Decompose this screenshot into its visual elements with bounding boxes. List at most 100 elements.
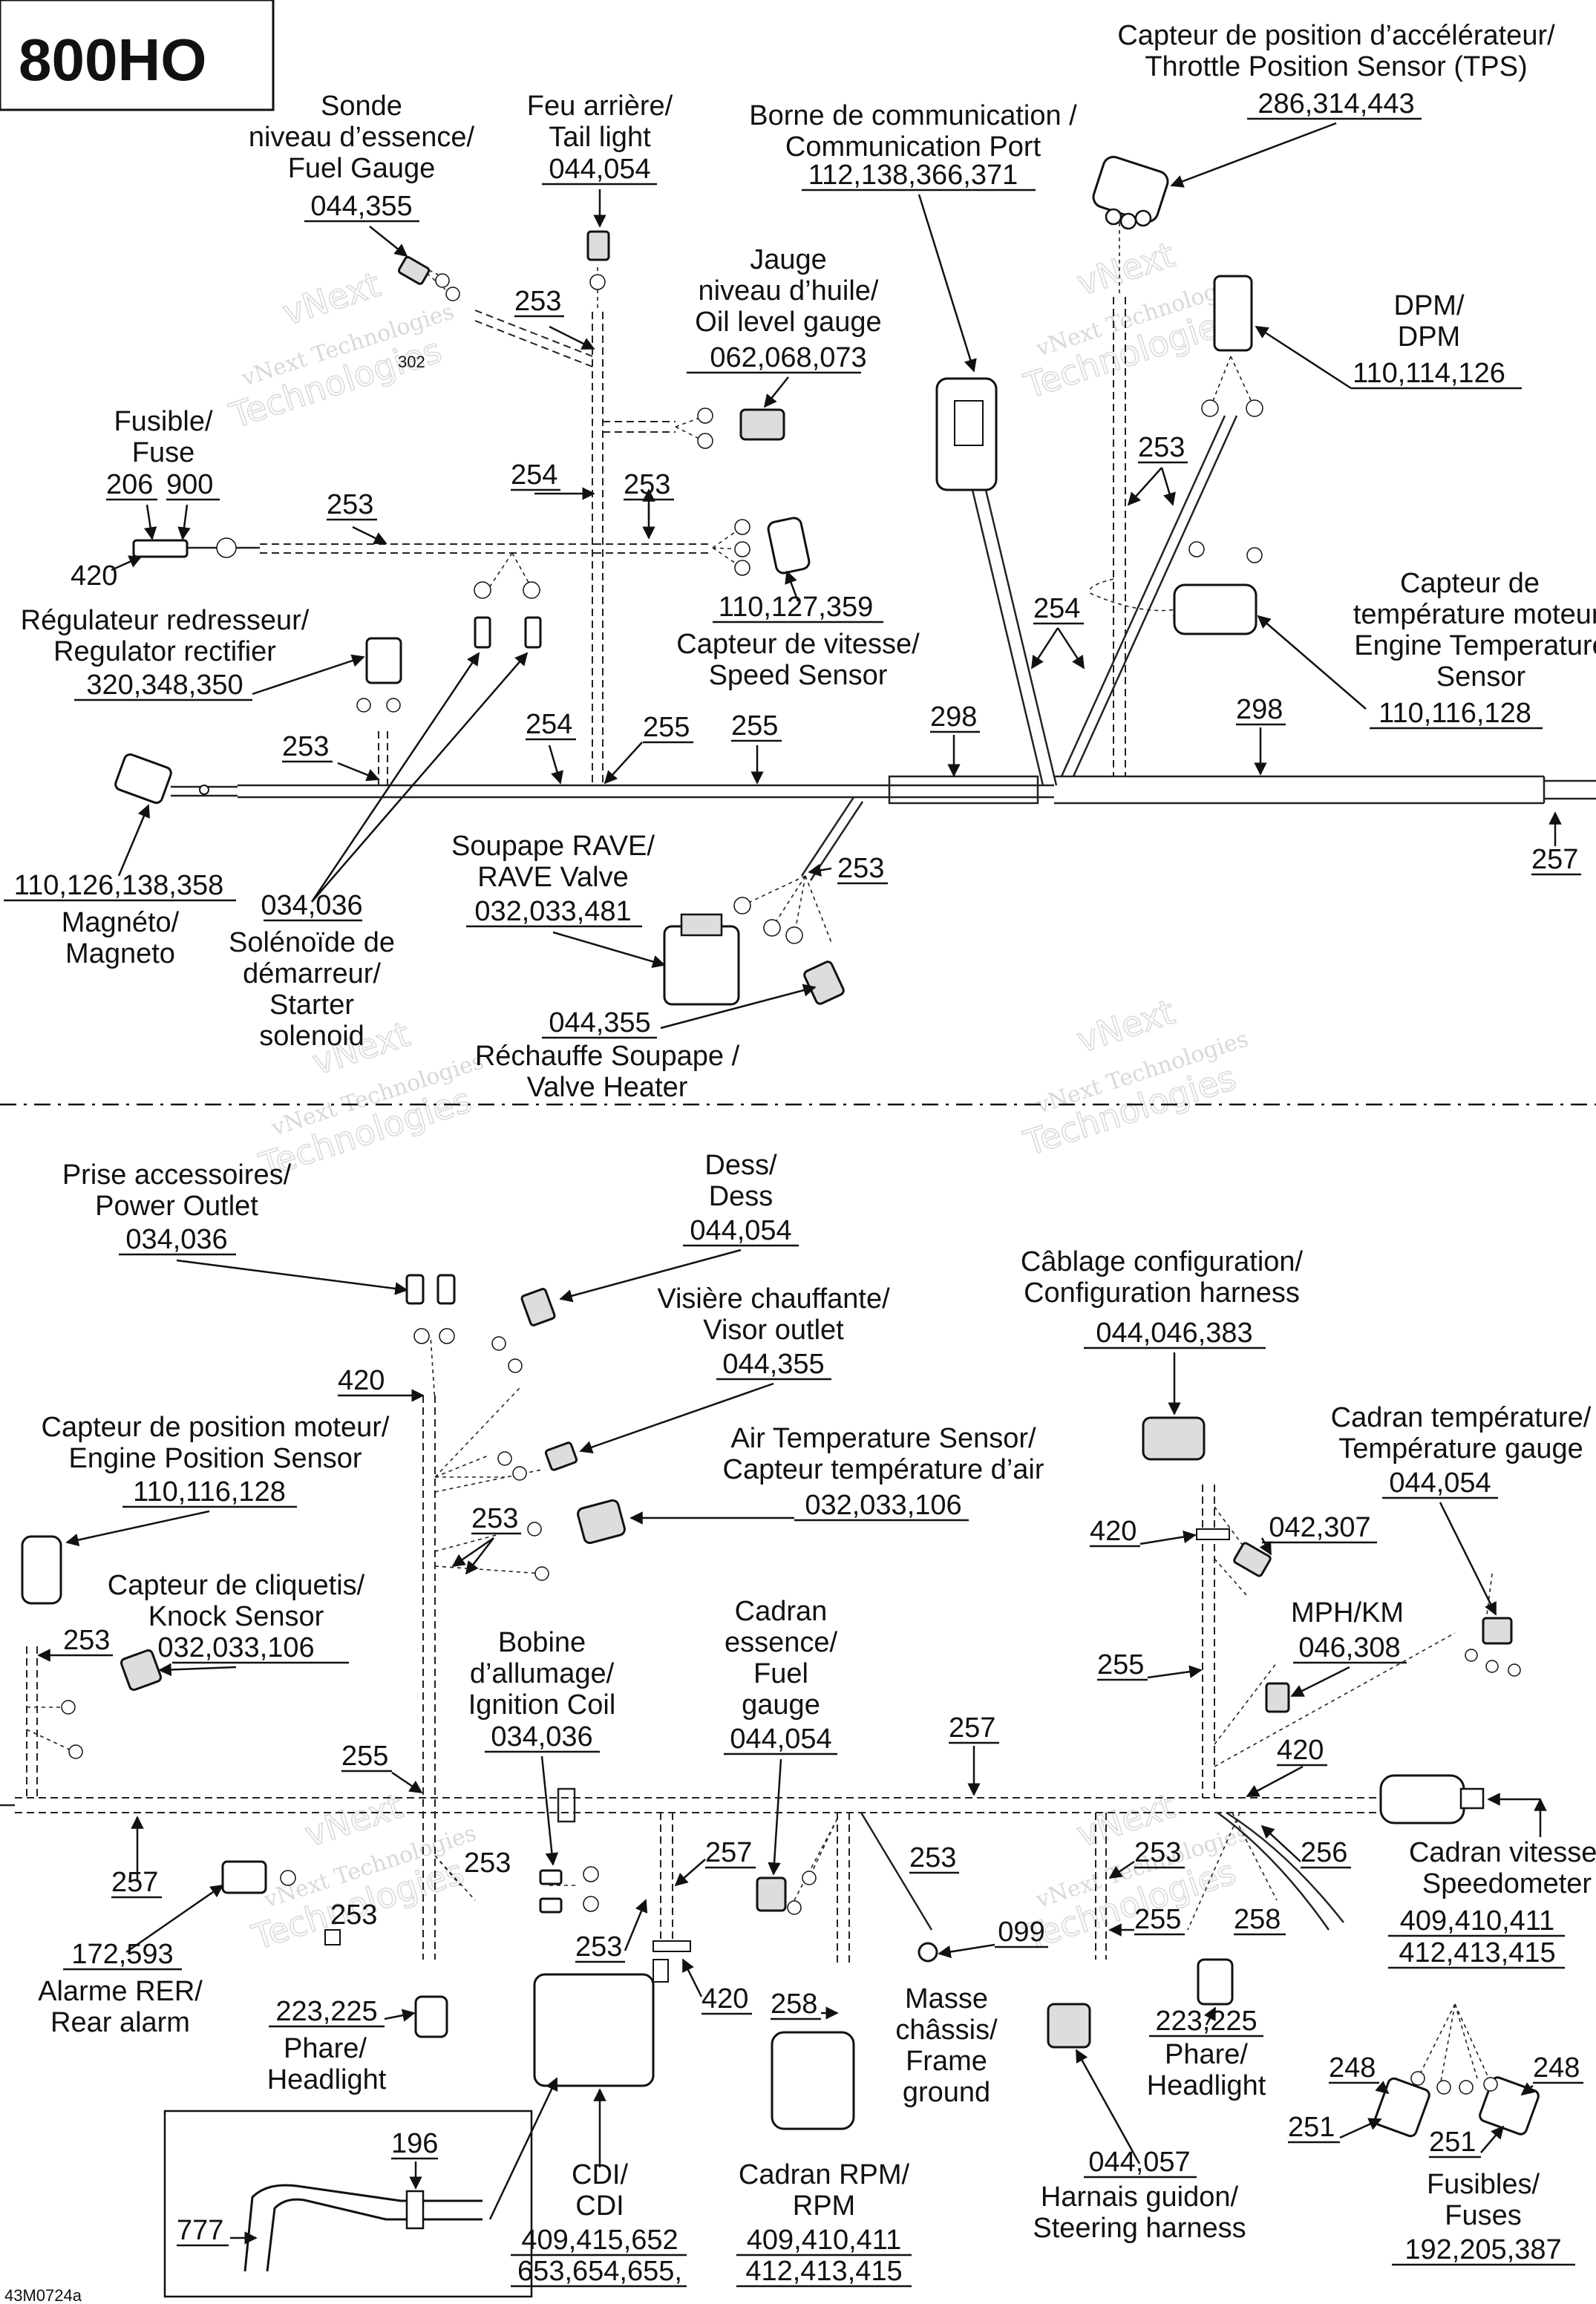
- svg-text:Capteur de cliquetis/: Capteur de cliquetis/: [108, 1570, 365, 1601]
- starter-solenoid-connector: [524, 616, 542, 649]
- svg-text:MPH/KM: MPH/KM: [1291, 1597, 1404, 1629]
- svg-text:Phare/: Phare/: [1165, 2039, 1248, 2070]
- svg-text:Feu arrière/: Feu arrière/: [527, 91, 673, 122]
- svg-text:Câblage configuration/: Câblage configuration/: [1021, 1246, 1304, 1277]
- rave-valve-connector: [663, 925, 740, 1006]
- svg-text:Fuse: Fuse: [132, 437, 194, 468]
- visor-connector: [544, 1441, 578, 1471]
- svg-text:essence/: essence/: [725, 1627, 838, 1658]
- svg-text:Headlight: Headlight: [1147, 2070, 1266, 2101]
- svg-text:Cadran: Cadran: [735, 1596, 828, 1627]
- steering-harness-connector: [1047, 2003, 1091, 2049]
- fuel-gauge-label: Sonde niveau d’essence/ Fuel Gauge 044,3…: [249, 91, 475, 223]
- svg-text:298: 298: [930, 701, 977, 733]
- tps-connector: [1092, 155, 1169, 230]
- svg-text:Visor outlet: Visor outlet: [703, 1315, 844, 1346]
- svg-text:Cadran vitesse/: Cadran vitesse/: [1409, 1837, 1596, 1868]
- svg-text:Air Temperature Sensor/: Air Temperature Sensor/: [730, 1423, 1036, 1454]
- svg-text:257: 257: [949, 1712, 995, 1744]
- regulator-connector: [365, 637, 402, 684]
- svg-text:420: 420: [1090, 1516, 1137, 1547]
- svg-text:Jauge: Jauge: [750, 244, 827, 275]
- figure-code: 43M0724a: [4, 2286, 82, 2304]
- svg-text:253: 253: [837, 853, 884, 884]
- svg-text:412,413,415: 412,413,415: [745, 2256, 902, 2287]
- svg-text:Oil level gauge: Oil level gauge: [695, 307, 881, 338]
- steering-harness-label: 044,057 Harnais guidon/ Steering harness: [1033, 2147, 1246, 2244]
- headlight-connector: [414, 1995, 448, 2038]
- mph-km-connector: [1233, 1542, 1272, 1577]
- svg-text:258: 258: [771, 1989, 817, 2020]
- magneto-label: 110,126,138,358 Magnéto/ Magneto: [4, 870, 236, 969]
- svg-text:251: 251: [1429, 2127, 1476, 2158]
- svg-text:Réchauffe Soupape /: Réchauffe Soupape /: [475, 1041, 740, 1072]
- svg-text:653,654,655,: 653,654,655,: [517, 2256, 682, 2287]
- svg-text:044,054: 044,054: [549, 154, 650, 185]
- svg-text:RAVE Valve: RAVE Valve: [477, 862, 628, 893]
- svg-text:Capteur de: Capteur de: [1400, 568, 1540, 599]
- visor-label: Visière chauffante/ Visor outlet 044,355: [657, 1283, 890, 1381]
- svg-text:CDI: CDI: [575, 2190, 624, 2222]
- svg-text:196: 196: [391, 2128, 438, 2159]
- svg-text:Visière chauffante/: Visière chauffante/: [657, 1283, 890, 1315]
- valve-heater-label: 044,355 Réchauffe Soupape / Valve Heater: [475, 1007, 740, 1103]
- svg-text:320,348,350: 320,348,350: [86, 670, 243, 701]
- magneto-connector: [114, 753, 172, 805]
- svg-text:032,033,106: 032,033,106: [805, 1490, 961, 1521]
- top-arrows: [111, 122, 1562, 1030]
- rear-alarm-connector: [221, 1860, 267, 1894]
- dess-connector: [520, 1288, 556, 1326]
- svg-text:Frame: Frame: [906, 2046, 987, 2077]
- comm-port-connector: [935, 377, 998, 491]
- svg-text:Speedometer: Speedometer: [1422, 1868, 1592, 1899]
- power-outlet-label: Prise accessoires/ Power Outlet 034,036: [62, 1159, 292, 1256]
- svg-text:Sensor: Sensor: [1436, 661, 1526, 693]
- svg-text:253: 253: [464, 1848, 511, 1879]
- svg-text:412,413,415: 412,413,415: [1399, 1937, 1555, 1968]
- engine-temp-connector: [1173, 583, 1257, 635]
- svg-text:Regulator rectifier: Regulator rectifier: [53, 636, 276, 667]
- svg-text:248: 248: [1329, 2052, 1376, 2084]
- svg-text:Capteur de vitesse/: Capteur de vitesse/: [676, 629, 920, 660]
- svg-text:d’allumage/: d’allumage/: [470, 1658, 615, 1689]
- svg-text:Communication Port: Communication Port: [785, 131, 1041, 163]
- svg-text:255: 255: [643, 712, 690, 743]
- air-temp-label: Air Temperature Sensor/ Capteur températ…: [723, 1423, 1044, 1522]
- regulator-label: Régulateur redresseur/ Regulator rectifi…: [21, 605, 310, 701]
- svg-text:253: 253: [327, 489, 373, 520]
- svg-text:niveau d’huile/: niveau d’huile/: [699, 275, 879, 307]
- svg-text:Configuration harness: Configuration harness: [1024, 1277, 1300, 1309]
- svg-text:Magnéto/: Magnéto/: [62, 907, 180, 938]
- svg-text:Masse: Masse: [905, 1983, 988, 2015]
- headlight-left-label: 223,225 Phare/ Headlight: [267, 1996, 387, 2095]
- headlight-right-label: 223,225 Phare/ Headlight: [1147, 2006, 1266, 2101]
- watermark-text: vNext: [1072, 992, 1180, 1061]
- svg-text:châssis/: châssis/: [895, 2015, 998, 2046]
- svg-text:034,036: 034,036: [125, 1224, 227, 1255]
- bottom-harness: [0, 1335, 1493, 2087]
- svg-text:253: 253: [282, 731, 329, 762]
- svg-text:110,116,128: 110,116,128: [133, 1476, 286, 1508]
- svg-text:420: 420: [338, 1365, 385, 1396]
- fuse-connector: [1374, 2077, 1430, 2138]
- fuse-connector: [132, 539, 189, 558]
- temp-gauge-label: Cadran température/ Température gauge 04…: [1331, 1402, 1592, 1499]
- starter-label: 034,036 Solénoïde de démarreur/ Starter …: [229, 890, 395, 1052]
- svg-text:Tail light: Tail light: [549, 122, 651, 153]
- fuel-dial-connector: [756, 1876, 787, 1912]
- top-connectors: [114, 155, 1263, 1006]
- svg-text:253: 253: [1138, 432, 1185, 463]
- watermarks: vNext Technologies vNext Technologies vN…: [224, 234, 1252, 1958]
- svg-text:044,054: 044,054: [730, 1724, 831, 1755]
- engine-temp-label: Capteur de température moteur/ Engine Te…: [1353, 568, 1596, 730]
- svg-text:Fuses: Fuses: [1445, 2200, 1521, 2231]
- svg-text:254: 254: [511, 459, 557, 491]
- fuses-label: 248 248 251 251 Fusibles/ Fuses 192,205,…: [1288, 2052, 1583, 2266]
- svg-text:110,116,128: 110,116,128: [1378, 698, 1531, 729]
- svg-text:420: 420: [71, 560, 117, 592]
- knock-label: Capteur de cliquetis/ Knock Sensor 032,0…: [108, 1570, 365, 1664]
- svg-text:256: 256: [1301, 1837, 1347, 1868]
- svg-text:298: 298: [1236, 694, 1283, 725]
- rpm-label: Cadran RPM/ RPM 409,410,411 412,413,415: [736, 2159, 912, 2288]
